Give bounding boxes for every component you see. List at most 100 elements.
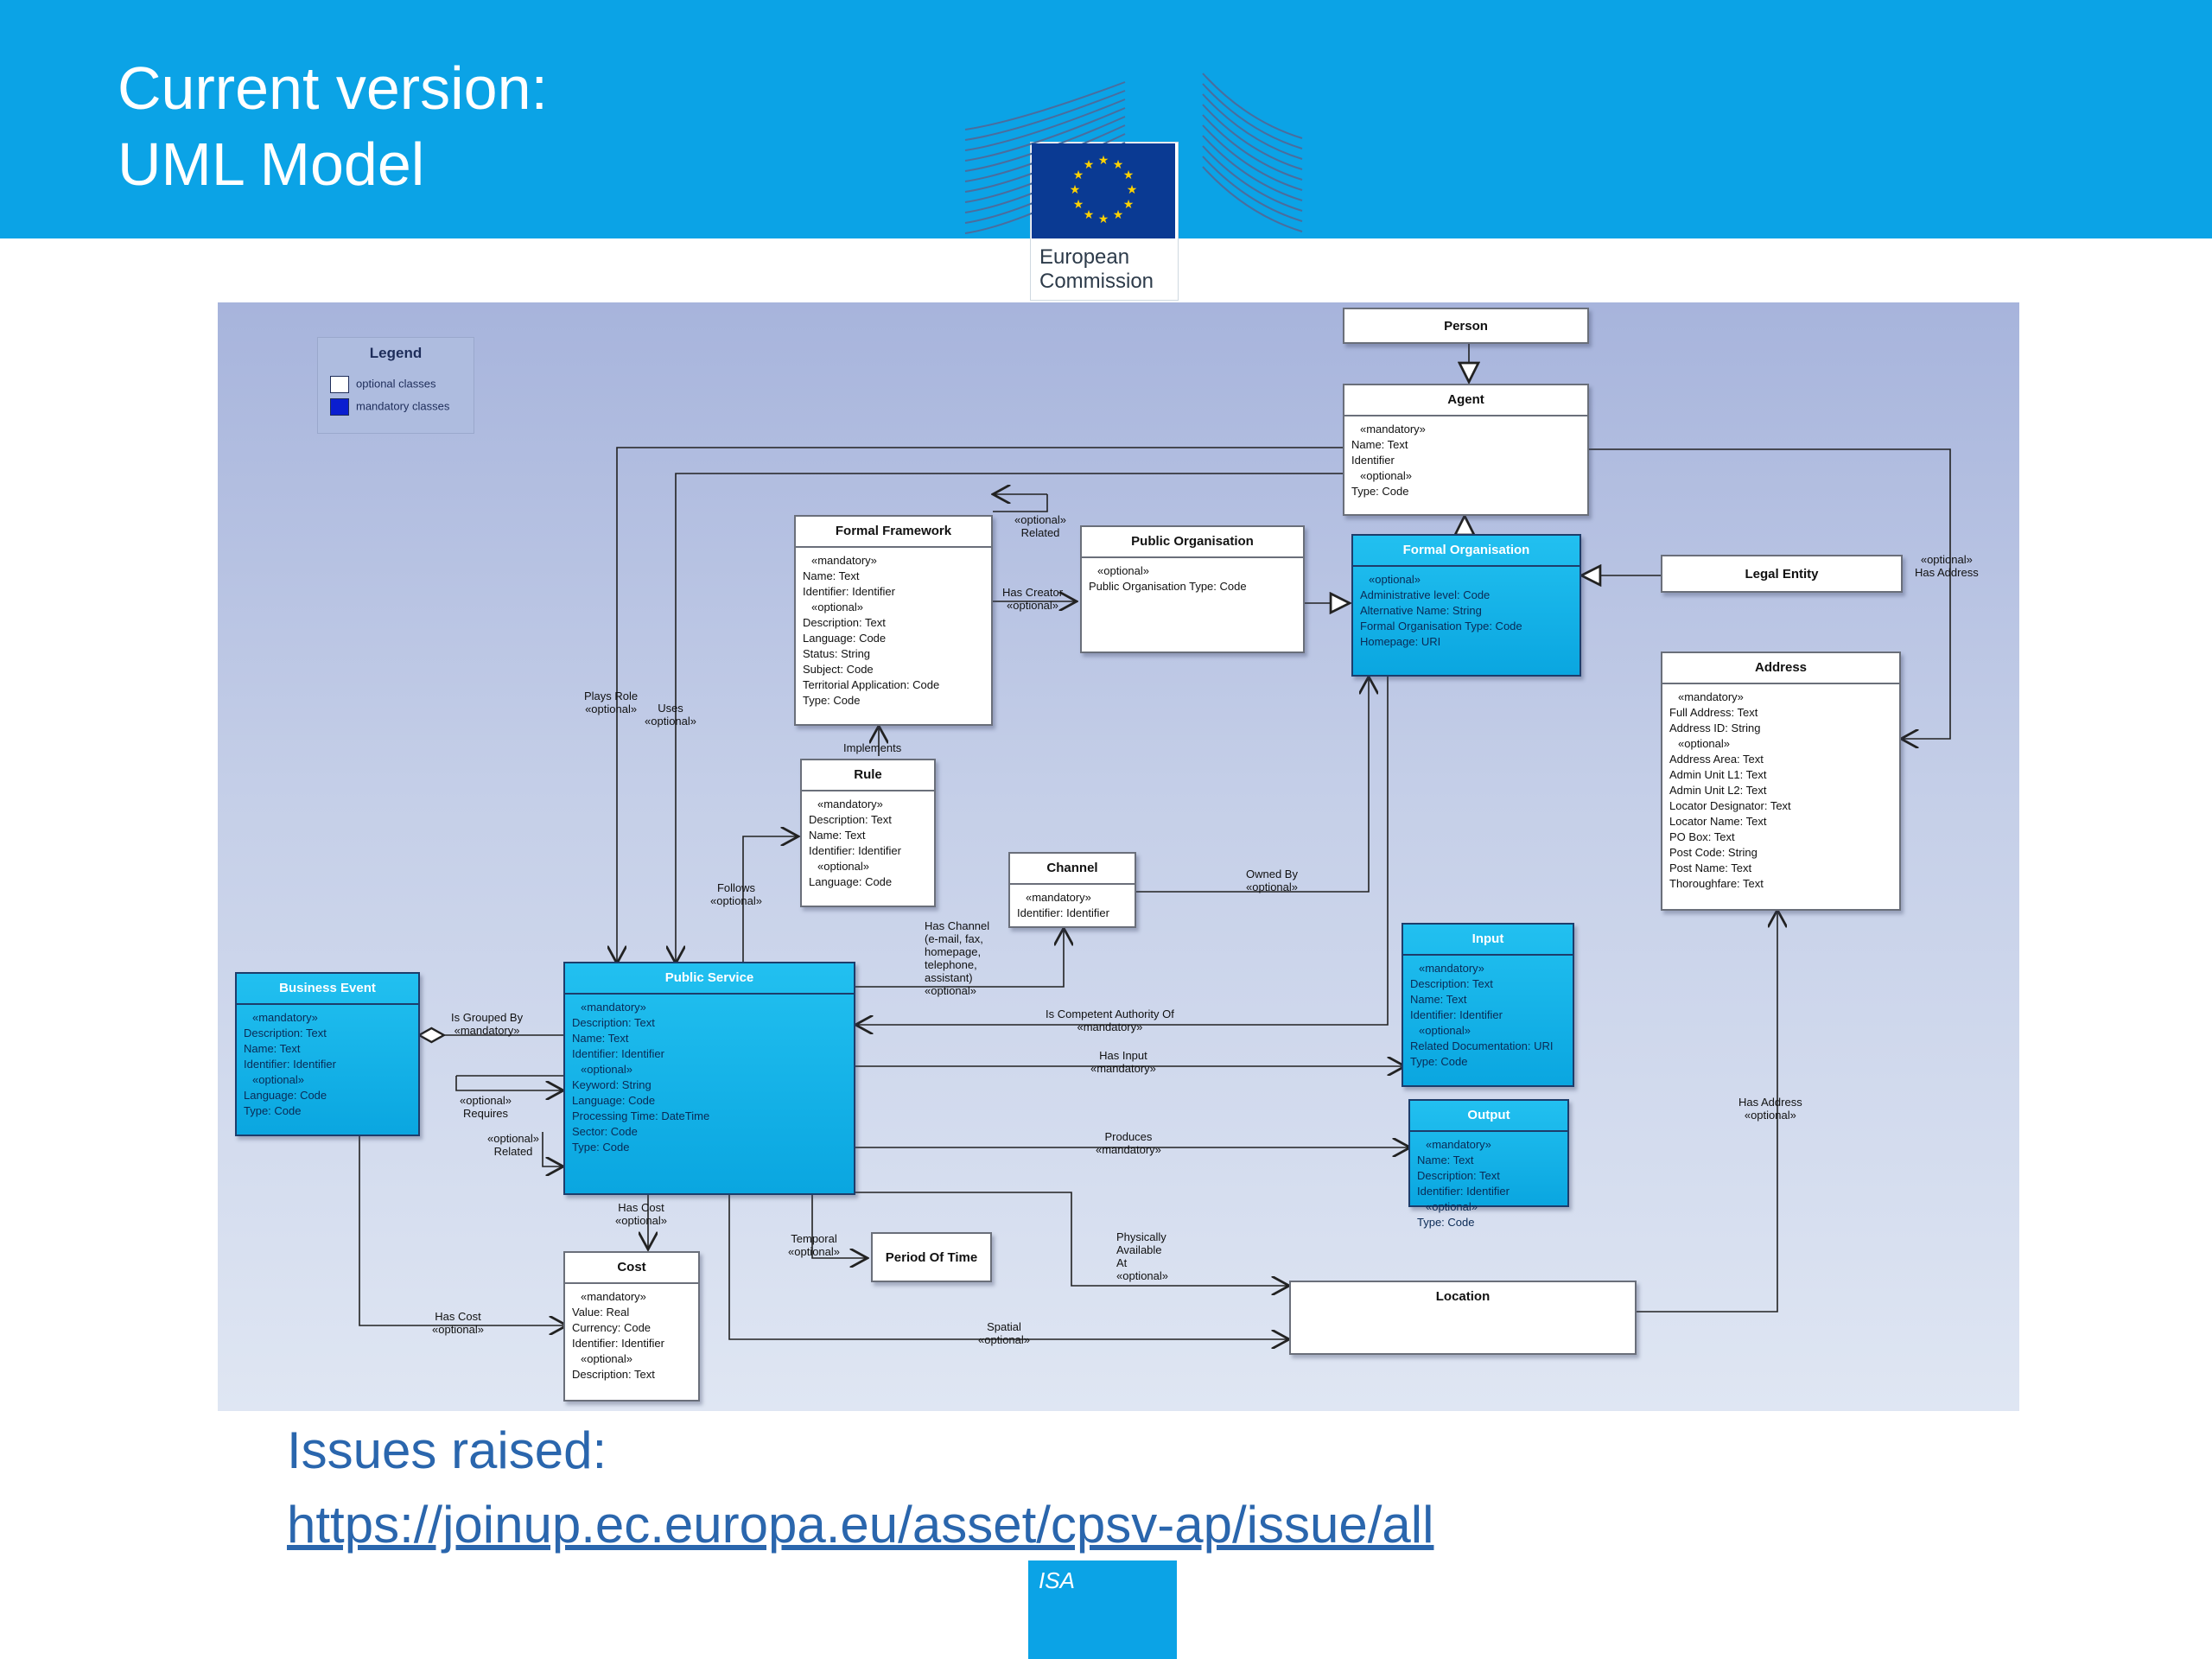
class-attribute: «mandatory» [1026, 891, 1091, 904]
edge-label-spatial: Spatial«optional» [978, 1320, 1030, 1346]
class-attribute: Value: Real [572, 1306, 630, 1319]
class-title: Input [1403, 925, 1573, 956]
ff-related-line [993, 494, 1048, 512]
class-legal-entity: Legal Entity [1661, 555, 1903, 593]
edge-label-plays-role: Plays Role«optional» [584, 690, 638, 715]
class-attribute: Status: String [803, 647, 871, 660]
edge-label-line: «optional» [432, 1323, 484, 1336]
class-attribute: Type: Code [572, 1141, 630, 1154]
edge-label-line: Plays Role [584, 690, 639, 702]
edge-label-line: At [1116, 1256, 1128, 1269]
edge-label-owned-by: Owned By«optional» [1246, 868, 1298, 893]
class-attribute: Subject: Code [803, 663, 874, 676]
class-attribute: «optional» [581, 1063, 632, 1076]
class-attribute: Locator Name: Text [1669, 815, 1767, 828]
class-attribute: Administrative level: Code [1360, 588, 1491, 601]
class-title: Public Service [565, 963, 854, 995]
class-attribute: «optional» [817, 860, 869, 873]
edge-label-line: Physically [1116, 1230, 1166, 1243]
class-attribute: Description: Text [803, 616, 886, 629]
class-title: Output [1410, 1101, 1567, 1132]
edge-label-ff-related: «optional»Related [1014, 513, 1066, 539]
edge-label-be-has-cost: Has Cost«optional» [432, 1310, 484, 1336]
logo-wordmark: European Commission [1039, 245, 1154, 294]
svg-text:★: ★ [1098, 154, 1109, 168]
issues-link[interactable]: https://joinup.ec.europa.eu/asset/cpsv-a… [287, 1496, 1434, 1554]
class-attribute: Processing Time: DateTime [572, 1109, 710, 1122]
class-attribute: Address Area: Text [1669, 753, 1764, 766]
edge-label-line: «optional» [1920, 553, 1973, 566]
class-attribute: Identifier: Identifier [1410, 1008, 1503, 1021]
class-attribute: «mandatory» [1419, 962, 1484, 975]
class-attribute: Name: Text [809, 829, 866, 842]
class-title: Legal Entity [1745, 567, 1819, 582]
edge-label-line: Follows [716, 881, 756, 894]
has-channel-line [855, 928, 1064, 988]
isa-badge: ISA [1028, 1560, 1177, 1659]
class-public-organisation: Public Organisation «optional»Public Org… [1080, 525, 1305, 653]
class-attribute: Identifier: Identifier [572, 1047, 664, 1060]
edge-label-line: «mandatory» [1090, 1062, 1156, 1075]
edge-label-line: Has Cost [435, 1310, 481, 1323]
edge-label-line: Implements [843, 741, 902, 754]
class-attribute: Language: Code [244, 1089, 327, 1102]
edge-label-line: Temporal [791, 1232, 837, 1245]
class-attribute: Identifier: Identifier [244, 1058, 336, 1071]
class-attribute: Description: Text [809, 813, 892, 826]
title-line-2: UML Model [118, 130, 425, 198]
class-title: Location [1435, 1289, 1491, 1304]
edge-label-line: «optional» [1246, 880, 1298, 893]
edge-label-line: Is Grouped By [451, 1011, 524, 1024]
edge-label-implements: Implements [843, 741, 901, 754]
edge-label-line: Related [1020, 526, 1060, 539]
class-attribute: Alternative Name: String [1360, 604, 1482, 617]
class-attribute: Identifier: Identifier [803, 585, 895, 598]
edge-label-line: «optional» [788, 1245, 840, 1258]
edge-label-has-input: Has Input«mandatory» [1090, 1049, 1156, 1075]
class-title: Rule [802, 760, 934, 791]
edge-label-line: «optional» [487, 1132, 539, 1145]
class-attribute: Identifier: Identifier [1417, 1185, 1510, 1198]
class-public-service: Public Service «mandatory»Description: T… [563, 962, 855, 1195]
edge-label-line: «optional» [1116, 1269, 1168, 1282]
edge-label-line: «optional» [615, 1214, 667, 1227]
class-attribute: «mandatory» [1678, 690, 1744, 703]
class-attribute: Territorial Application: Code [803, 678, 940, 691]
class-attribute: Name: Text [803, 569, 860, 582]
class-period-of-time: Period Of Time [871, 1232, 992, 1282]
edge-label-line: telephone, [925, 958, 977, 971]
issues-section: Issues raised: https://joinup.ec.europa.… [287, 1414, 1433, 1562]
european-commission-logo: ★★★ ★★★ ★★★ ★★★ [964, 73, 1303, 238]
class-title: Cost [565, 1253, 698, 1284]
edge-label-is-grouped-by: Is Grouped By«mandatory» [451, 1011, 523, 1037]
svg-text:★: ★ [1073, 168, 1084, 182]
class-attribute: Description: Text [1410, 977, 1493, 990]
svg-text:★: ★ [1127, 183, 1138, 197]
edge-label-has-creator: Has Creator«optional» [1002, 586, 1063, 612]
class-attribute: «optional» [1369, 573, 1421, 586]
isa-badge-label: ISA [1039, 1567, 1075, 1593]
class-attribute: «mandatory» [817, 798, 883, 810]
class-attribute: Description: Text [244, 1027, 327, 1039]
class-attribute: «optional» [581, 1352, 632, 1365]
class-attribute: Related Documentation: URI [1410, 1039, 1554, 1052]
uml-diagram: Legend optional classes mandatory classe… [218, 302, 2019, 1411]
edge-label-line: «optional» [460, 1094, 512, 1107]
location-address-line [1637, 910, 1777, 1313]
ps-related-line [542, 1132, 563, 1166]
edge-label-line: assistant) [925, 971, 973, 984]
class-attribute: «mandatory» [252, 1011, 318, 1024]
class-attribute: Full Address: Text [1669, 706, 1758, 719]
logo-text-line-1: European [1039, 245, 1130, 269]
class-title: Formal Framework [796, 517, 991, 548]
edge-label-follows: Follows«optional» [710, 881, 762, 907]
edge-label-line: «mandatory» [1096, 1143, 1161, 1156]
class-formal-organisation: Formal Organisation «optional»Administra… [1351, 534, 1581, 677]
class-attributes: «optional»Public Organisation Type: Code [1082, 558, 1303, 600]
